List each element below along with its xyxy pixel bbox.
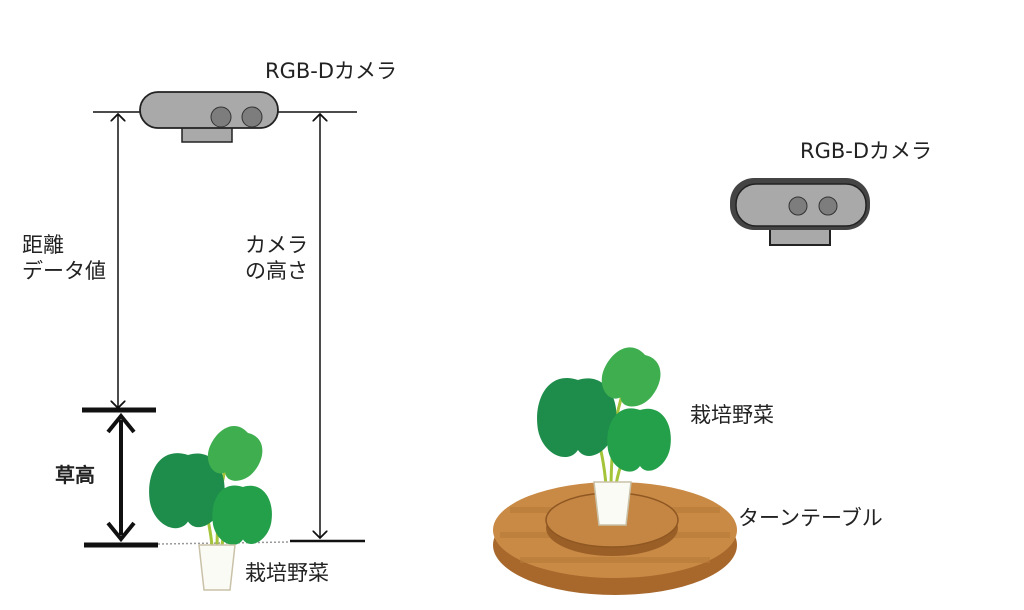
left-plant-label: 栽培野菜 (245, 561, 329, 585)
left-camera-icon (93, 91, 357, 143)
plant-height-label: 草高 (55, 463, 95, 487)
right-camera-label: RGB-Dカメラ (800, 139, 933, 163)
left-plant-icon (149, 418, 272, 591)
plant-height-indicator (82, 407, 365, 548)
right-camera-icon (730, 178, 870, 246)
camera-height-label-line1: カメラ (245, 233, 308, 257)
distance-label-line2: データ値 (22, 259, 106, 283)
left-camera-label: RGB-Dカメラ (265, 59, 398, 83)
camera-height-label-line2: の高さ (245, 259, 308, 283)
distance-label-line1: 距離 (22, 233, 64, 257)
turntable-label: ターンテーブル (738, 506, 883, 530)
right-plant-label: 栽培野菜 (690, 403, 774, 427)
right-plant-icon (537, 339, 671, 526)
